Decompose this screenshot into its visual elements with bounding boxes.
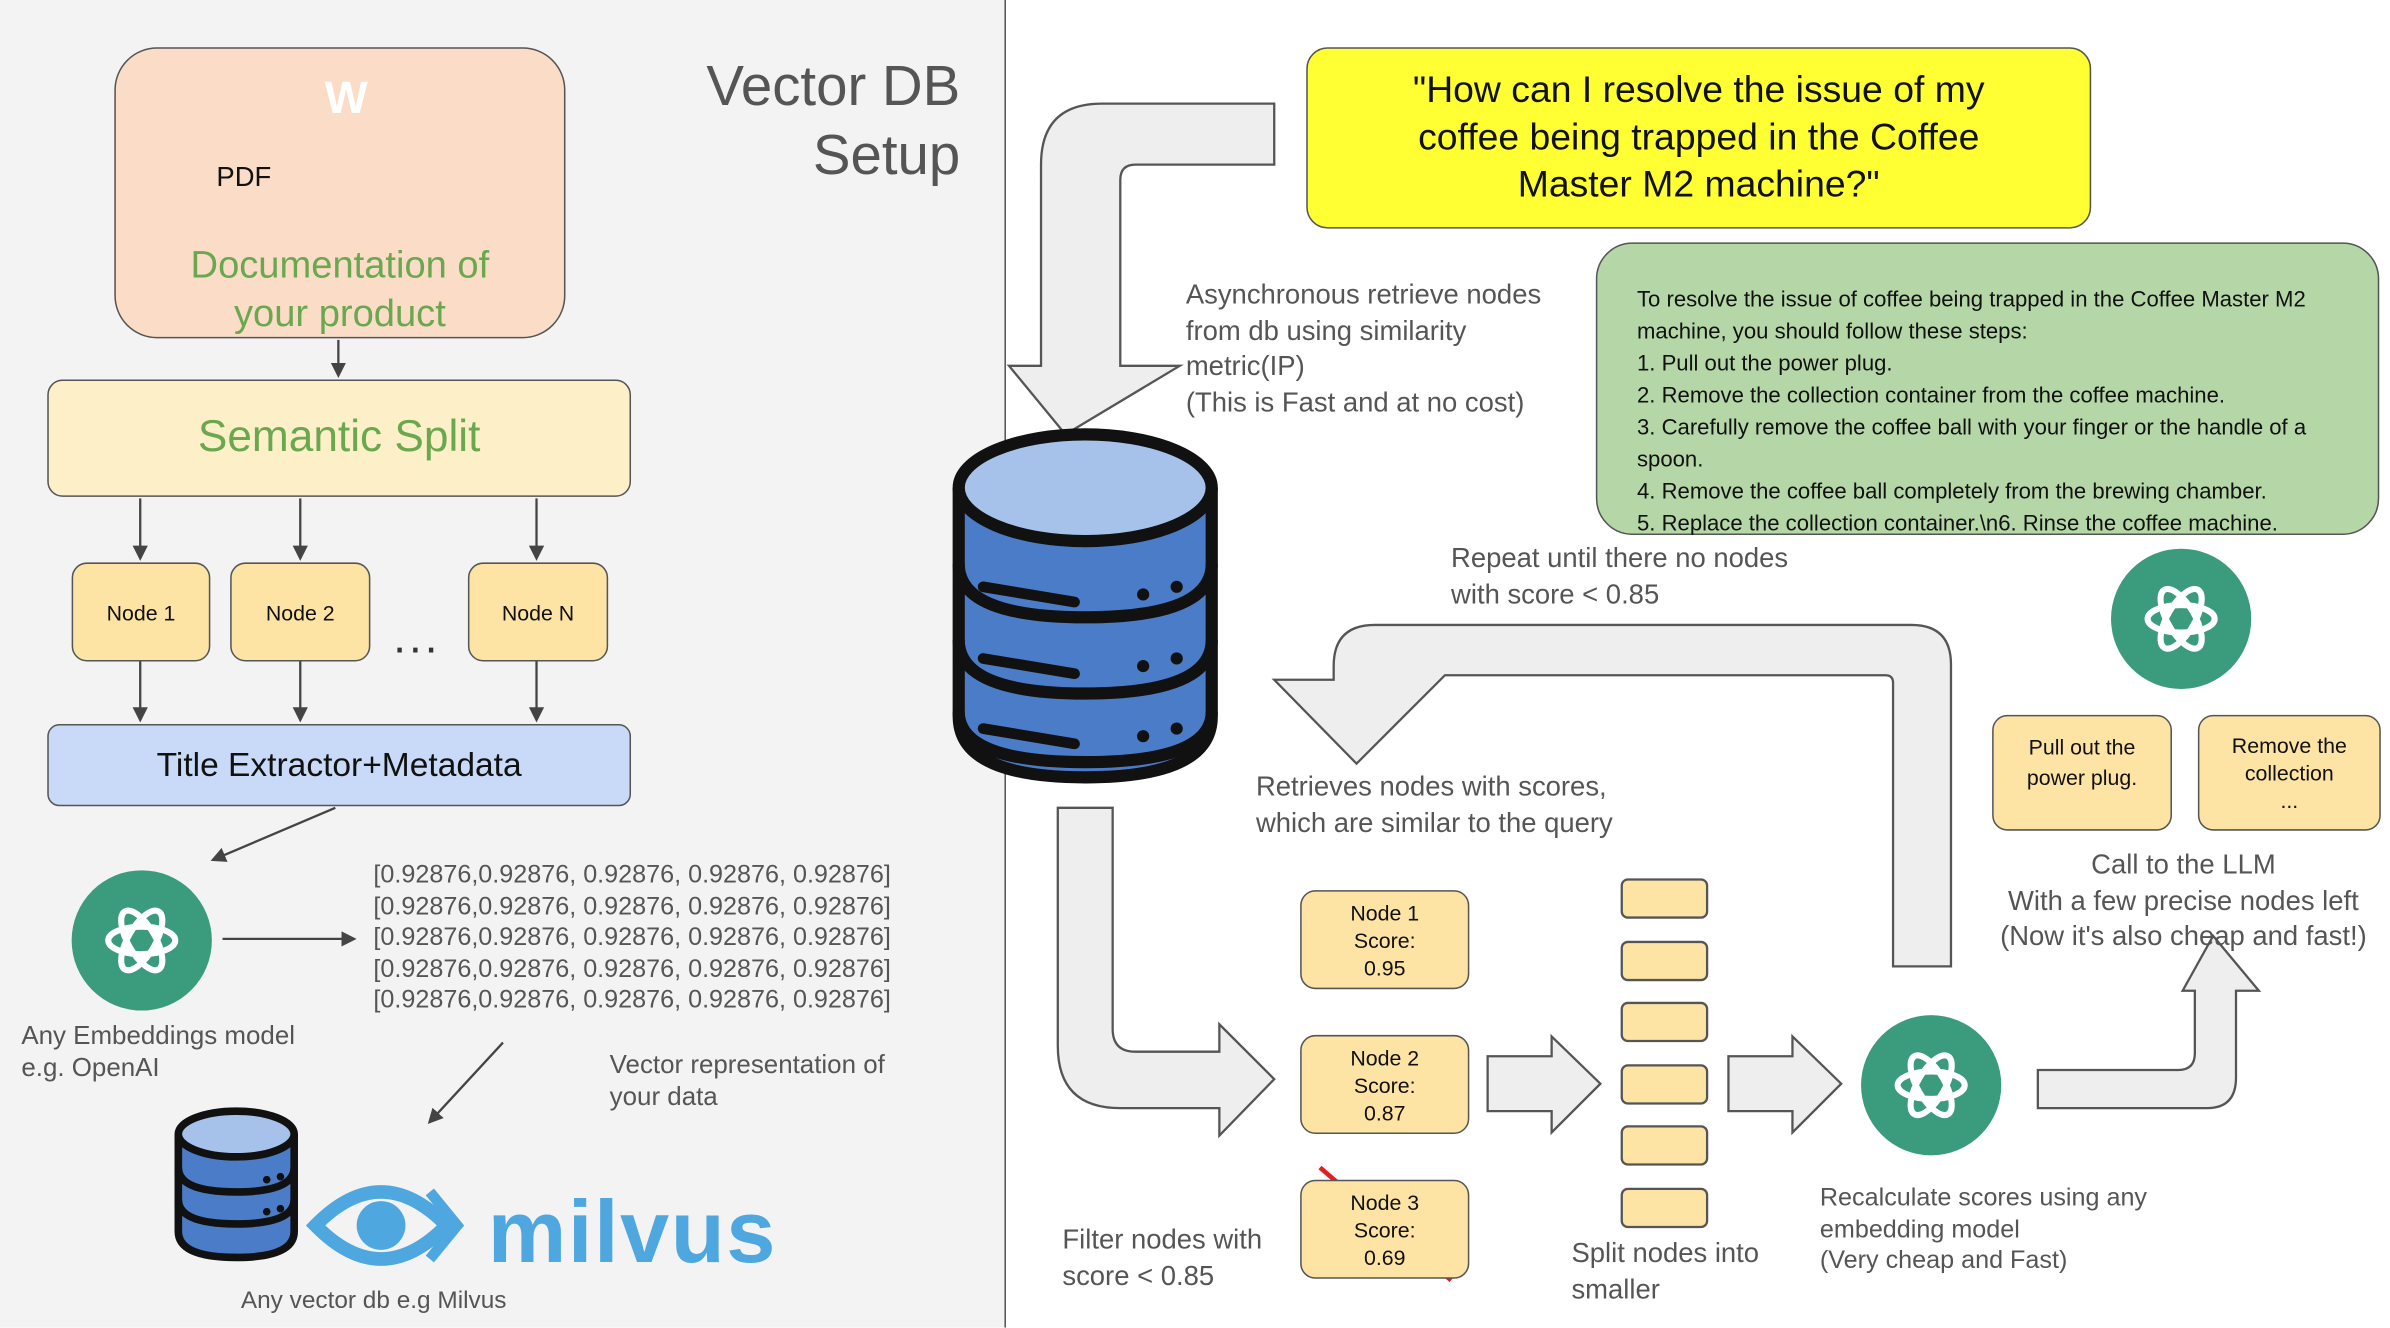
arrow-repeat-loop <box>1271 623 1953 968</box>
openai-knot-recalc <box>1894 1052 1968 1119</box>
scored-node-1-text: Node 1 Score: 0.95 <box>1350 900 1420 980</box>
repeat-label: Repeat until there no nodes with score <… <box>1451 542 1789 609</box>
node-1-label: Node 1 <box>106 599 176 625</box>
node-n-label: Node N <box>501 599 575 625</box>
split-label: Split nodes into smaller <box>1571 1237 1760 1304</box>
word-label: W <box>324 73 368 124</box>
flow-arrows <box>1006 102 2262 1139</box>
title-extractor-label: Title Extractor+Metadata <box>156 745 522 784</box>
scored-node-3: Node 3 Score: 0.69 <box>1300 1179 1470 1279</box>
llm-node-2-text: Remove the collection ... <box>2231 733 2347 813</box>
milvus-logo-text: milvus <box>487 1182 777 1282</box>
question-text: "How can I resolve the issue of my coffe… <box>1412 70 1985 206</box>
title-extractor-box: Title Extractor+Metadata <box>47 723 632 807</box>
llm-node-1: Pull out the power plug. <box>1992 714 2172 831</box>
nodes-ellipsis: ... <box>393 612 441 664</box>
openai-logo-icon-llm <box>2111 548 2252 689</box>
openai-knot <box>105 907 179 974</box>
milvus-eye-icon <box>305 1185 465 1266</box>
llm-node-2: Remove the collection ... <box>2197 714 2381 831</box>
setup-title: Vector DB Setup <box>706 54 961 186</box>
semantic-split-box: Semantic Split <box>47 379 632 497</box>
node-1-box: Node 1 <box>71 562 211 662</box>
small-database-icon <box>174 1107 298 1262</box>
scored-node-1: Node 1 Score: 0.95 <box>1300 890 1470 990</box>
vector-db-label: Any vector db e.g Milvus <box>240 1287 507 1314</box>
documentation-label: Documentation of your product <box>190 243 490 336</box>
split-nodes-stack <box>1620 878 1709 1229</box>
llm-label: Call to the LLM With a few precise nodes… <box>2000 848 2367 952</box>
llm-node-1-text: Pull out the power plug. <box>2026 734 2138 790</box>
semantic-split-label: Semantic Split <box>197 413 481 462</box>
question-box: "How can I resolve the issue of my coffe… <box>1306 47 2092 229</box>
pdf-label: PDF <box>216 161 272 193</box>
openai-logo-icon-recalc <box>1861 1015 2002 1156</box>
async-retrieve-label: Asynchronous retrieve nodes from db usin… <box>1185 278 1542 417</box>
vector-repr-label: Vector representation of your data <box>609 1050 885 1112</box>
answer-box: To resolve the issue of coffee being tra… <box>1595 242 2380 537</box>
answer-text: To resolve the issue of coffee being tra… <box>1636 288 2307 537</box>
scored-node-2-text: Node 2 Score: 0.87 <box>1350 1044 1420 1125</box>
retrieves-label: Retrieves nodes with scores, which are s… <box>1255 771 1613 838</box>
big-database-icon <box>952 428 1218 784</box>
scored-node-3-text: Node 3 Score: 0.69 <box>1350 1189 1420 1269</box>
setup-arrows <box>132 339 545 1125</box>
recalc-label: Recalculate scores using any embedding m… <box>1819 1184 2148 1275</box>
node-2-label: Node 2 <box>265 599 335 625</box>
vector-values: [0.92876,0.92876, 0.92876, 0.92876, 0.92… <box>373 861 891 1014</box>
arrow-split-to-recalc <box>1727 1033 1843 1136</box>
scored-node-2: Node 2 Score: 0.87 <box>1300 1034 1470 1135</box>
filter-label: Filter nodes with score < 0.85 <box>1062 1223 1263 1291</box>
documentation-box <box>114 47 566 339</box>
arrow-question-to-db <box>1006 102 1276 436</box>
node-n-box: Node N <box>467 562 609 662</box>
openai-logo-icon <box>71 870 212 1011</box>
openai-knot-llm <box>2144 585 2218 652</box>
node-2-box: Node 2 <box>230 562 371 662</box>
arrow-db-to-nodes <box>1056 806 1276 1139</box>
arrow-recalc-to-llm <box>2036 933 2262 1110</box>
embeddings-label: Any Embeddings model e.g. OpenAI <box>21 1021 296 1083</box>
arrow-nodes-to-split <box>1486 1033 1603 1136</box>
